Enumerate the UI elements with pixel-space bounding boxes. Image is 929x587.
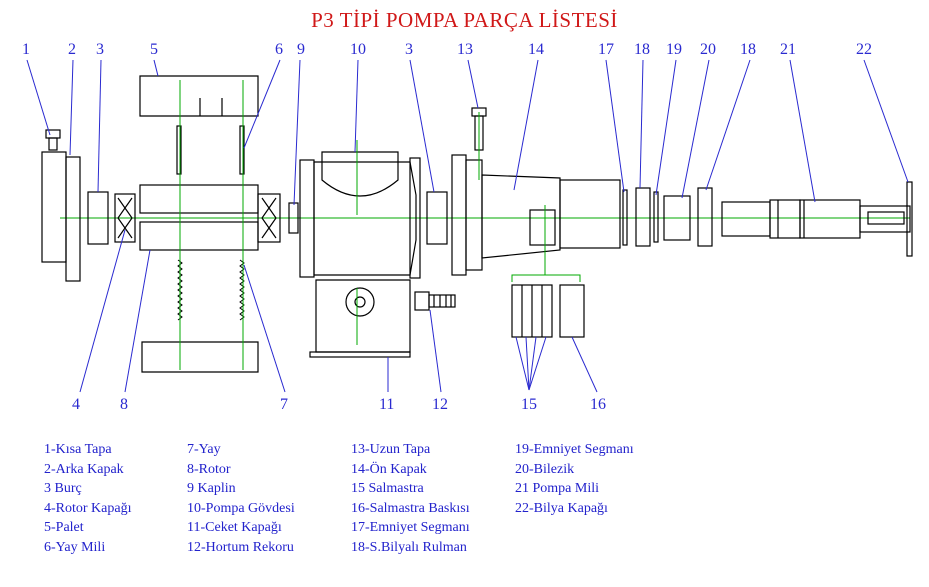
- callout-8: 8: [120, 396, 128, 413]
- callout-5: 5: [150, 41, 158, 58]
- callout-12: 12: [432, 396, 448, 413]
- part-gland-packing: [511, 284, 553, 338]
- legend-item: 3 Burç: [44, 481, 82, 497]
- part-bearing-right: [697, 187, 713, 247]
- part-gland-follower: [559, 284, 585, 338]
- part-circlip-17: [622, 189, 628, 246]
- callout-17: 17: [598, 41, 614, 58]
- legend-item: 14-Ön Kapak: [351, 461, 427, 477]
- legend-item: 7-Yay: [187, 442, 221, 457]
- legend-item: 17-Emniyet Segmanı: [351, 520, 470, 536]
- callout-18-right: 18: [740, 41, 756, 58]
- callout-6: 6: [275, 41, 283, 58]
- legend-column-3: 13-Uzun Tapa 14-Ön Kapak 15 Salmastra 16…: [351, 440, 470, 558]
- legend-column-4: 19-Emniyet Segmanı 20-Bilezik 21 Pompa M…: [515, 440, 634, 518]
- part-bushing-right: [426, 191, 448, 245]
- part-coupling: [288, 202, 299, 234]
- part-rotor-cover: [114, 193, 136, 243]
- legend-item: 22-Bilya Kapağı: [515, 500, 608, 516]
- callout-15: 15: [521, 396, 537, 413]
- exploded-pump-drawing: 1 2 3 5 6 9 10 3 13 14 17 18 19 20 18 21…: [22, 41, 913, 413]
- callout-19: 19: [666, 41, 682, 58]
- part-vane-top: [139, 75, 259, 117]
- legend-item: 8-Rotor: [187, 461, 231, 477]
- legend-item: 5-Palet: [44, 520, 84, 536]
- callout-18-left: 18: [634, 41, 650, 58]
- callout-1: 1: [22, 41, 30, 58]
- legend-column-1: 1-Kısa Tapa 2-Arka Kapak 3 Burç 4-Rotor …: [44, 440, 131, 558]
- callout-20: 20: [700, 41, 716, 58]
- legend-item: 15 Salmastra: [351, 481, 424, 497]
- part-bearing-cap: [906, 181, 913, 257]
- part-jacket-cover: [309, 351, 411, 358]
- callout-9: 9: [297, 41, 305, 58]
- part-pump-body: [299, 151, 421, 353]
- legend-item: 2-Arka Kapak: [44, 461, 124, 477]
- callout-3-left: 3: [96, 41, 104, 58]
- part-circlip-19: [653, 191, 659, 243]
- legend-item: 4-Rotor Kapağı: [44, 500, 132, 516]
- legend-item: 6-Yay Mili: [44, 539, 106, 555]
- legend-item: 13-Uzun Tapa: [351, 442, 431, 457]
- legend-item: 21 Pompa Mili: [515, 481, 600, 497]
- legend-item: 9 Kaplin: [187, 481, 236, 497]
- callout-7: 7: [280, 396, 288, 413]
- legend-item: 12-Hortum Rekoru: [187, 539, 294, 555]
- part-ring: [663, 195, 691, 241]
- legend-item: 16-Salmastra Baskısı: [351, 500, 470, 516]
- part-front-cover: [451, 154, 621, 276]
- part-short-plug: [45, 129, 61, 151]
- legend-item: 20-Bilezik: [515, 461, 575, 477]
- callout-4: 4: [72, 396, 80, 413]
- page-title: P3 TİPİ POMPA PARÇA LİSTESİ: [311, 8, 618, 32]
- part-hose-fitting: [414, 291, 456, 311]
- legend-item: 18-S.Bilyalı Rulman: [351, 539, 467, 555]
- callout-13: 13: [457, 41, 473, 58]
- legend-item: 10-Pompa Gövdesi: [187, 500, 295, 516]
- callout-22: 22: [856, 41, 872, 58]
- callout-16: 16: [590, 396, 606, 413]
- legend-item: 19-Emniyet Segmanı: [515, 442, 634, 457]
- callout-11: 11: [379, 396, 394, 413]
- callout-3-right: 3: [405, 41, 413, 58]
- part-vane-bottom: [141, 341, 259, 373]
- legend-column-2: 7-Yay 8-Rotor 9 Kaplin 10-Pompa Gövdesi …: [187, 440, 295, 558]
- part-spring-shaft: [176, 125, 182, 175]
- part-bearing-left: [635, 187, 651, 247]
- part-springs: [177, 259, 245, 321]
- callout-2: 2: [68, 41, 76, 58]
- part-rear-cover: [41, 151, 81, 282]
- callout-14: 14: [528, 41, 544, 58]
- legend-item: 1-Kısa Tapa: [44, 442, 112, 457]
- callout-10: 10: [350, 41, 366, 58]
- legend-item: 11-Ceket Kapağı: [187, 520, 282, 536]
- callout-21: 21: [780, 41, 796, 58]
- part-pump-shaft: [721, 199, 911, 239]
